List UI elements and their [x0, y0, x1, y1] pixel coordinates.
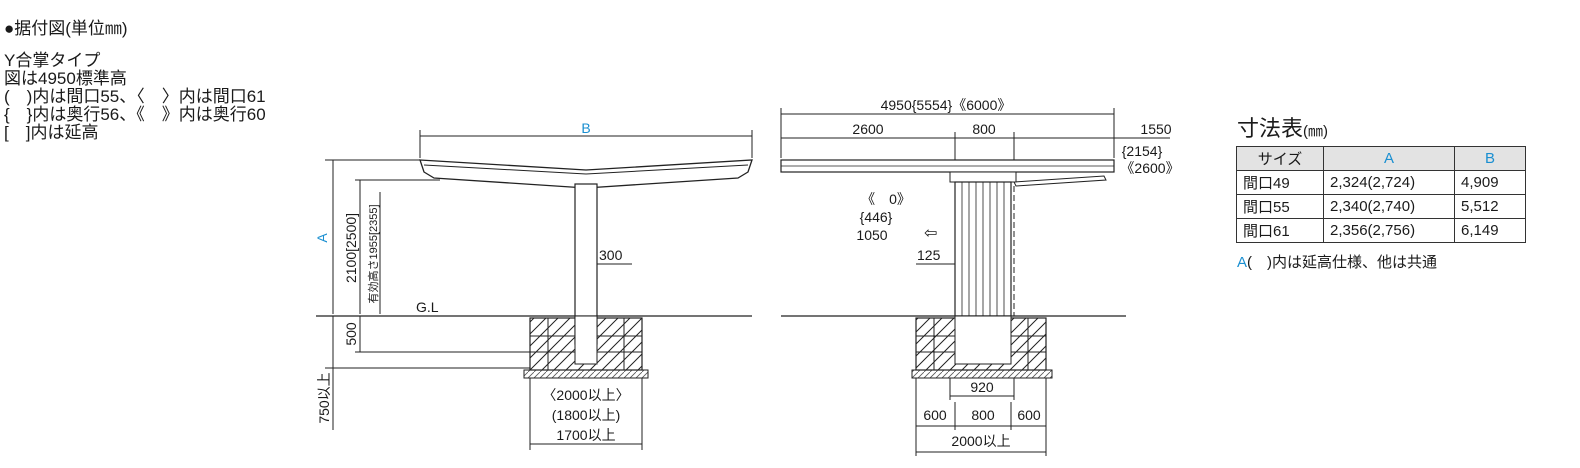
a-label: A: [314, 233, 330, 243]
table-note-prefix: A: [1237, 254, 1248, 271]
rear-span-56-label: {2154}: [1122, 143, 1163, 159]
rear-span-label: 1550: [1140, 121, 1171, 137]
min-depth-label: 750以上: [316, 372, 332, 423]
diagram-title: ●据付図(単位㎜): [4, 19, 128, 38]
note-standard-height: 図は4950標準高: [4, 69, 127, 88]
rear-span-60-label: 《2600》: [1120, 160, 1179, 176]
foundation-total-label: 2000以上: [951, 433, 1010, 449]
table-note-text: ( )内は延高仕様、他は共通: [1247, 254, 1438, 271]
post-width-label: 300: [599, 247, 623, 263]
note-extended-height: [ ]内は延高: [4, 123, 99, 142]
embed-depth-label: 500: [343, 322, 359, 346]
post-span-label: 800: [972, 121, 996, 137]
note-type: Y合掌タイプ: [4, 51, 101, 70]
effective-height-label: 有効高さ1955[2355]: [366, 204, 380, 303]
row-a-value: 2,340(2,740): [1323, 194, 1455, 219]
post-centers-label: 920: [970, 379, 994, 395]
foundation-right-label: 600: [1017, 407, 1041, 423]
header-size: サイズ: [1236, 146, 1324, 171]
foundation-width-49: 1700以上: [556, 427, 615, 443]
row-a-value: 2,356(2,756): [1323, 218, 1455, 243]
row-size: 間口49: [1236, 170, 1324, 195]
offset-61-label: 《 0》: [861, 191, 911, 207]
table-note: A( )内は延高仕様、他は共通: [1237, 255, 1437, 270]
offset-56-label: {446}: [860, 209, 893, 225]
table-row: 間口61 2,356(2,756) 6,149: [1236, 218, 1526, 243]
front-view: B A 2100[2500] 有効高さ1955[2355] 300 G.L 50…: [314, 120, 753, 450]
note-width-brackets: ( )内は間口55、〈 〉内は間口61: [4, 87, 266, 106]
table-title-unit: (㎜): [1303, 123, 1329, 140]
post-offset-label: 125: [917, 247, 941, 263]
row-b-value: 6,149: [1454, 218, 1526, 243]
ground-line-label: G.L: [416, 299, 439, 315]
note-depth-brackets: { }内は奥行56、《 》内は奥行60: [4, 105, 266, 124]
header-b: B: [1454, 146, 1526, 171]
row-a-value: 2,324(2,724): [1323, 170, 1455, 195]
offset-49-label: 1050: [856, 227, 887, 243]
header-a: A: [1323, 146, 1455, 171]
table-row: 間口49 2,324(2,724) 4,909: [1236, 170, 1526, 195]
table-title-text: 寸法表: [1237, 116, 1304, 141]
table-row: 間口55 2,340(2,740) 5,512: [1236, 194, 1526, 219]
foundation-width-55: (1800以上): [552, 407, 620, 423]
foundation-left-label: 600: [923, 407, 947, 423]
height-label: 2100[2500]: [343, 213, 359, 283]
foundation-middle-label: 800: [971, 407, 995, 423]
total-depth-label: 4950{5554}《6000》: [881, 97, 1012, 113]
arrow-left-icon: ⇦: [924, 225, 937, 242]
row-b-value: 5,512: [1454, 194, 1526, 219]
table-header-row: サイズ A B: [1236, 146, 1526, 171]
row-size: 間口55: [1236, 194, 1324, 219]
row-b-value: 4,909: [1454, 170, 1526, 195]
front-span-label: 2600: [852, 121, 883, 137]
dimension-table: サイズ A B 間口49 2,324(2,724) 4,909 間口55 2,3…: [1236, 146, 1526, 243]
b-label: B: [581, 120, 590, 136]
side-view: 4950{5554}《6000》 2600 800 1550 {2154} 《2…: [780, 97, 1180, 456]
row-size: 間口61: [1236, 218, 1324, 243]
dimension-table-title: 寸法表(㎜): [1237, 118, 1328, 140]
foundation-width-61: 〈2000以上〉: [542, 387, 629, 403]
